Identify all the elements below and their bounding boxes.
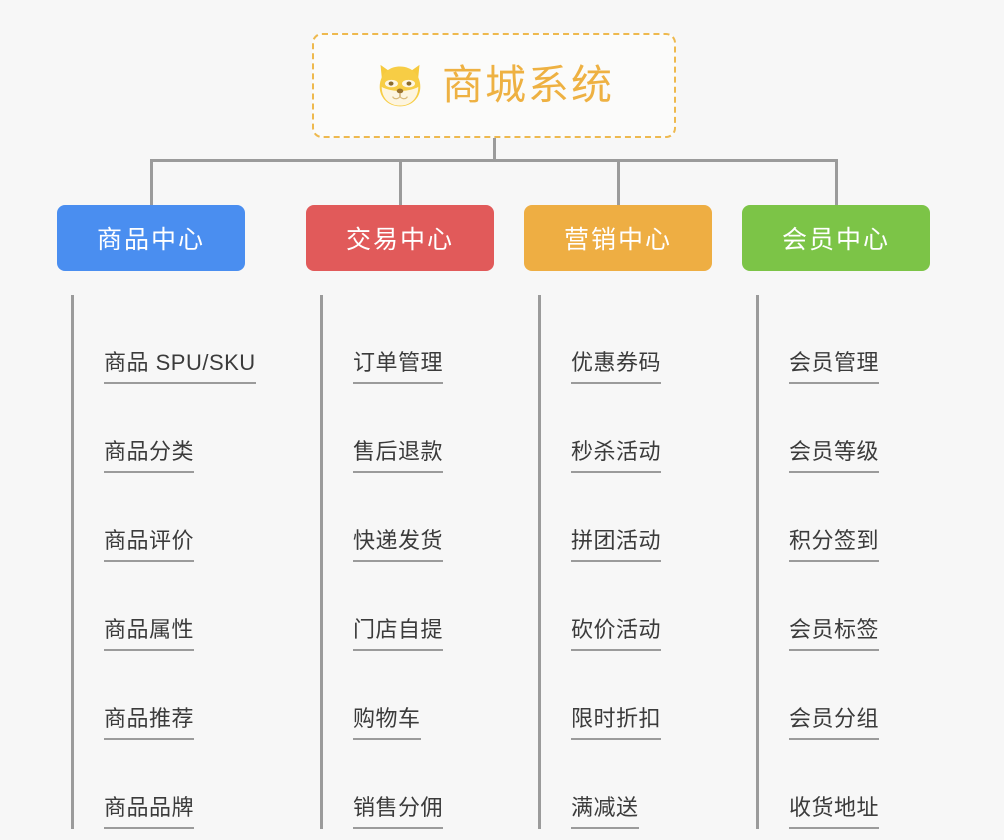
- connector-horizontal-bus: [150, 159, 838, 162]
- list-item[interactable]: 秒杀活动: [540, 384, 712, 473]
- list-item[interactable]: 会员分组: [758, 651, 930, 740]
- leaf-label: 快递发货: [353, 528, 444, 562]
- list-item[interactable]: 购物车: [322, 651, 494, 740]
- leaf-label: 售后退款: [353, 439, 444, 473]
- leaf-label: 拼团活动: [571, 528, 662, 562]
- connector-trunk-product: [71, 295, 74, 829]
- leaf-list-member: 会员管理 会员等级 积分签到 会员标签 会员分组 收货地址: [742, 295, 930, 829]
- category-header-member[interactable]: 会员中心: [742, 205, 930, 271]
- leaf-label: 限时折扣: [571, 706, 662, 740]
- list-item[interactable]: 拼团活动: [540, 473, 712, 562]
- leaf-label: 商品属性: [104, 617, 195, 651]
- connector-root-stem: [493, 138, 496, 162]
- list-item[interactable]: 商品分类: [73, 384, 245, 473]
- shiba-dog-icon: [379, 64, 421, 106]
- leaf-label: 砍价活动: [571, 617, 662, 651]
- leaf-label: 会员等级: [789, 439, 880, 473]
- leaf-label: 商品 SPU/SKU: [104, 350, 256, 384]
- list-item[interactable]: 门店自提: [322, 562, 494, 651]
- leaf-list-product: 商品 SPU/SKU 商品分类 商品评价 商品属性 商品推荐 商品品牌: [57, 295, 256, 829]
- list-item[interactable]: 商品评价: [73, 473, 245, 562]
- leaf-label: 商品推荐: [104, 706, 195, 740]
- list-item[interactable]: 满减送: [540, 740, 712, 829]
- leaf-label: 优惠券码: [571, 350, 662, 384]
- list-item[interactable]: 商品 SPU/SKU: [73, 295, 256, 384]
- category-column-marketing: 营销中心 优惠券码 秒杀活动 拼团活动 砍价活动 限时折扣 满减送: [524, 205, 712, 829]
- list-item[interactable]: 商品品牌: [73, 740, 245, 829]
- category-column-member: 会员中心 会员管理 会员等级 积分签到 会员标签 会员分组 收货地址: [742, 205, 930, 829]
- leaf-list-trade: 订单管理 售后退款 快递发货 门店自提 购物车 销售分佣: [306, 295, 494, 829]
- leaf-label: 会员标签: [789, 617, 880, 651]
- list-item[interactable]: 商品推荐: [73, 651, 245, 740]
- leaf-label: 订单管理: [353, 350, 444, 384]
- category-column-trade: 交易中心 订单管理 售后退款 快递发货 门店自提 购物车 销售分佣: [306, 205, 494, 829]
- list-item[interactable]: 会员等级: [758, 384, 930, 473]
- leaf-label: 会员分组: [789, 706, 880, 740]
- list-item[interactable]: 限时折扣: [540, 651, 712, 740]
- connector-trunk-trade: [320, 295, 323, 829]
- list-item[interactable]: 销售分佣: [322, 740, 494, 829]
- category-header-label: 交易中心: [345, 226, 454, 254]
- leaf-label: 商品评价: [104, 528, 195, 562]
- list-item[interactable]: 收货地址: [758, 740, 930, 829]
- list-item[interactable]: 会员标签: [758, 562, 930, 651]
- leaf-label: 满减送: [571, 795, 639, 829]
- leaf-label: 门店自提: [353, 617, 444, 651]
- leaf-label: 商品分类: [104, 439, 195, 473]
- list-item[interactable]: 砍价活动: [540, 562, 712, 651]
- list-item[interactable]: 优惠券码: [540, 295, 712, 384]
- connector-drop-2: [399, 159, 402, 206]
- leaf-label: 会员管理: [789, 350, 880, 384]
- list-item[interactable]: 商品属性: [73, 562, 245, 651]
- connector-drop-3: [617, 159, 620, 206]
- category-column-product: 商品中心 商品 SPU/SKU 商品分类 商品评价 商品属性 商品推荐 商品品牌: [57, 205, 256, 829]
- category-header-product[interactable]: 商品中心: [57, 205, 245, 271]
- list-item[interactable]: 订单管理: [322, 295, 494, 384]
- category-header-marketing[interactable]: 营销中心: [524, 205, 712, 271]
- category-header-label: 营销中心: [563, 226, 672, 254]
- connector-trunk-marketing: [538, 295, 541, 829]
- connector-drop-1: [150, 159, 153, 206]
- leaf-label: 收货地址: [789, 795, 880, 829]
- category-header-trade[interactable]: 交易中心: [306, 205, 494, 271]
- leaf-label: 购物车: [353, 706, 421, 740]
- list-item[interactable]: 售后退款: [322, 384, 494, 473]
- leaf-list-marketing: 优惠券码 秒杀活动 拼团活动 砍价活动 限时折扣 满减送: [524, 295, 712, 829]
- leaf-label: 秒杀活动: [571, 439, 662, 473]
- root-node-mall-system[interactable]: 商城系统: [312, 33, 676, 138]
- category-header-label: 商品中心: [96, 226, 205, 254]
- connector-drop-4: [835, 159, 838, 206]
- list-item[interactable]: 会员管理: [758, 295, 930, 384]
- list-item[interactable]: 积分签到: [758, 473, 930, 562]
- root-node-title: 商城系统: [442, 62, 614, 108]
- list-item[interactable]: 快递发货: [322, 473, 494, 562]
- connector-trunk-member: [756, 295, 759, 829]
- leaf-label: 积分签到: [789, 528, 880, 562]
- leaf-label: 商品品牌: [104, 795, 195, 829]
- category-header-label: 会员中心: [781, 226, 890, 254]
- leaf-label: 销售分佣: [353, 795, 444, 829]
